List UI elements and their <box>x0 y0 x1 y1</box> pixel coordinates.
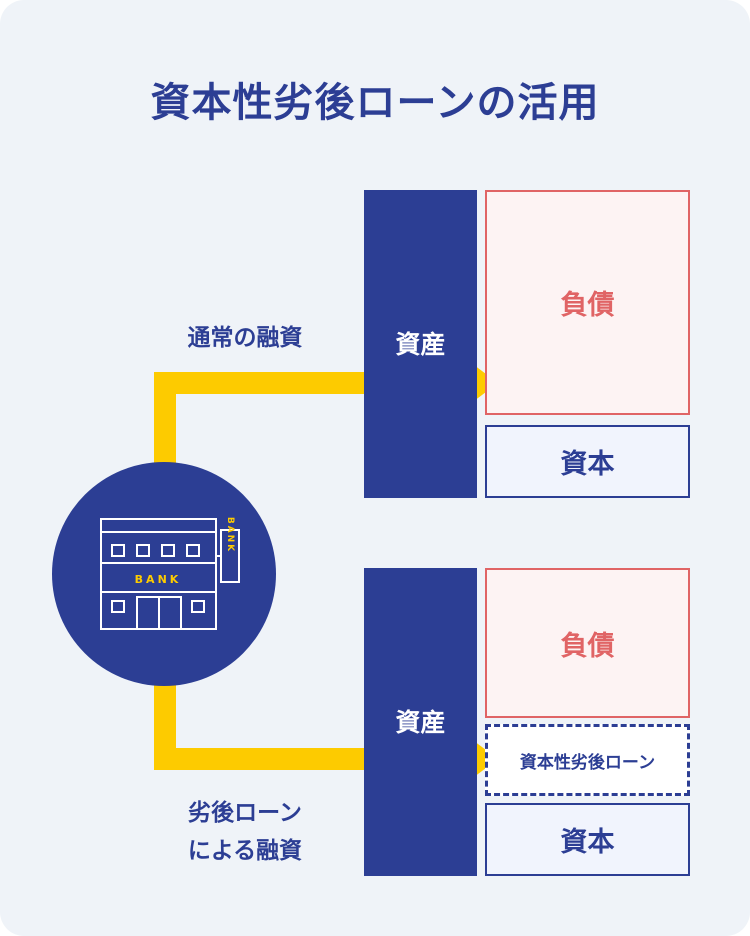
upper-capital-label: 資本 <box>560 449 615 480</box>
upper-liabilities-label: 負債 <box>560 290 615 321</box>
lower-arrowhead <box>470 738 498 780</box>
lower-assets-column <box>364 568 477 876</box>
lower-route-label-line1: 劣後ローン <box>188 800 302 826</box>
upper-arrowhead <box>470 362 498 404</box>
upper-assets-label: 資産 <box>395 330 446 359</box>
lower-assets-label: 資産 <box>395 708 446 737</box>
upper-assets-column <box>364 190 477 498</box>
upper-capital-box: 資本 <box>485 425 690 498</box>
diagram-title: 資本性劣後ローンの活用 <box>150 80 600 126</box>
lower-capital-box: 資本 <box>485 803 690 876</box>
lower-liabilities-box: 負債 <box>485 568 690 718</box>
bank-sign-text: BANK <box>225 517 235 553</box>
subordinated-loan-label: 資本性劣後ローン <box>519 752 656 773</box>
bank-facade-text: BANK <box>135 573 182 586</box>
lower-capital-label: 資本 <box>560 827 615 858</box>
upper-liabilities-box: 負債 <box>485 190 690 415</box>
lower-liabilities-label: 負債 <box>560 630 615 662</box>
upper-route-label: 通常の融資 <box>187 325 303 351</box>
subordinated-loan-box: 資本性劣後ローン <box>485 724 690 796</box>
lower-route-label-line2: による融資 <box>187 838 303 864</box>
